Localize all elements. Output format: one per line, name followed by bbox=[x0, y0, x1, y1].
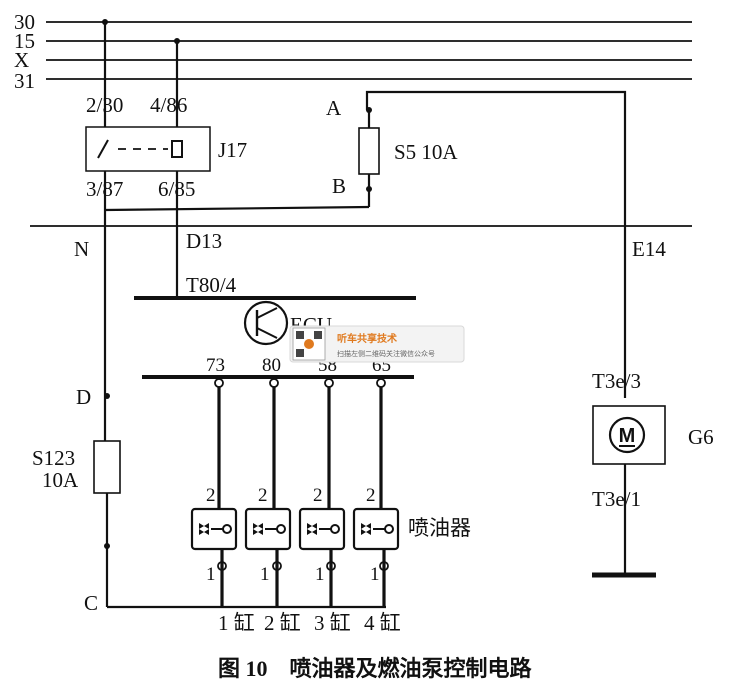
fuse-s123-label-2: 10A bbox=[42, 468, 79, 492]
power-bus: 30 15 X 31 bbox=[14, 10, 692, 93]
injector-valve-icon bbox=[253, 523, 263, 535]
injector-pin-top bbox=[376, 378, 386, 388]
injector-pin-top bbox=[324, 378, 334, 388]
fuse-s123: D S123 10A C bbox=[32, 214, 121, 615]
wire-label-n: N bbox=[74, 237, 89, 261]
qr-logo-icon bbox=[304, 339, 314, 349]
ecu-pin-73: 73 bbox=[206, 355, 225, 376]
ecu-transistor-collector bbox=[256, 307, 278, 319]
injector-pin-bottom bbox=[272, 561, 282, 571]
injector-coil-end bbox=[384, 524, 394, 534]
injector-pin-bottom bbox=[217, 561, 227, 571]
fuse-s5: A B S5 10A bbox=[104, 90, 627, 398]
injector-body bbox=[352, 507, 400, 551]
watermark-title: 听车共享技术 bbox=[337, 332, 397, 345]
injector-coil-end bbox=[222, 524, 232, 534]
cylinder-label-4: 4 缸 bbox=[364, 611, 401, 635]
wire-label-e14: E14 bbox=[632, 237, 666, 261]
injector-4: 2 1 bbox=[352, 378, 400, 607]
injector-3: 2 1 bbox=[298, 378, 346, 607]
injector-pin-2: 2 bbox=[258, 485, 268, 506]
cylinder-label-3: 3 缸 bbox=[314, 611, 351, 635]
injector-group: 2 1 2 1 2 bbox=[107, 378, 471, 635]
fuse-s123-body bbox=[93, 440, 121, 494]
injector-valve-icon bbox=[361, 523, 371, 535]
injector-pin-2: 2 bbox=[366, 485, 376, 506]
fuse-s5-pin-b: B bbox=[332, 174, 346, 198]
relay-name: J17 bbox=[218, 138, 247, 162]
qr-finder-icon bbox=[314, 331, 322, 339]
relay-pin-2-30: 2/30 bbox=[86, 93, 123, 117]
fuse-s123-pin-d-dot bbox=[104, 393, 110, 399]
figure-caption: 图 10 喷油器及燃油泵控制电路 bbox=[218, 656, 533, 681]
fuse-s123-pin-d: D bbox=[76, 385, 91, 409]
ecu-transistor-icon bbox=[243, 300, 289, 346]
qr-finder-icon bbox=[296, 349, 304, 357]
injector-pin-2: 2 bbox=[206, 485, 216, 506]
injector-body bbox=[190, 507, 238, 551]
injector-pin-top bbox=[214, 378, 224, 388]
injector-valve-icon bbox=[307, 523, 317, 535]
ecu-transistor-emitter bbox=[256, 327, 278, 339]
injector-1: 2 1 bbox=[190, 378, 238, 607]
injector-pin-1: 1 bbox=[315, 564, 325, 585]
wire-e14 bbox=[365, 90, 627, 398]
fuse-s5-body bbox=[358, 127, 380, 175]
injector-body bbox=[298, 507, 346, 551]
injector-pin-2: 2 bbox=[313, 485, 323, 506]
relay-pin-6-85: 6/85 bbox=[158, 177, 195, 201]
relay-coil-icon bbox=[171, 140, 183, 158]
fuse-s123-label-1: S123 bbox=[32, 446, 75, 470]
injector-label: 喷油器 bbox=[408, 516, 471, 540]
injector-body bbox=[244, 507, 292, 551]
fuse-s5-label: S5 10A bbox=[394, 140, 458, 164]
injector-pin-top bbox=[269, 378, 279, 388]
injector-pin-bottom bbox=[326, 561, 336, 571]
relay-box bbox=[85, 126, 211, 172]
pump-pin-bottom: T3e/1 bbox=[592, 487, 641, 511]
pump-name: G6 bbox=[688, 425, 714, 449]
injector-pin-1: 1 bbox=[206, 564, 216, 585]
relay-switch-contact bbox=[97, 139, 109, 159]
pump-box bbox=[592, 405, 666, 465]
pump-pin-top: T3e/3 bbox=[592, 369, 641, 393]
injector-pin-1: 1 bbox=[370, 564, 380, 585]
fuse-s5-pin-a: A bbox=[326, 96, 342, 120]
ecu-connector-label: T80/4 bbox=[186, 273, 237, 297]
fuse-s123-pin-c: C bbox=[84, 591, 98, 615]
injector-pin-1: 1 bbox=[260, 564, 270, 585]
fuel-pump-g6: T3e/3 M G6 T3e/1 bbox=[592, 369, 714, 578]
relay-j17: 2/30 4/86 J17 3/87 6/85 bbox=[85, 19, 247, 298]
bus-label-15: 15 bbox=[14, 29, 35, 53]
ecu-pin-80: 80 bbox=[262, 355, 281, 376]
injector-coil-end bbox=[330, 524, 340, 534]
fuse-s123-junction-dot bbox=[104, 543, 110, 549]
injector-pin-bottom bbox=[379, 561, 389, 571]
wire-label-d13: D13 bbox=[186, 229, 222, 253]
wire-s5-to-relay bbox=[104, 205, 370, 212]
pump-motor-symbol: M bbox=[619, 425, 636, 447]
fuse-s5-pin-b-dot bbox=[366, 186, 372, 192]
pump-motor-icon bbox=[608, 416, 646, 454]
bus-label-30: 30 bbox=[14, 10, 35, 34]
injector-coil-end bbox=[276, 524, 286, 534]
bus-label-31: 31 bbox=[14, 69, 35, 93]
watermark-box bbox=[289, 325, 465, 363]
cylinder-label-2: 2 缸 bbox=[264, 611, 301, 635]
relay-pin-4-86: 4/86 bbox=[150, 93, 187, 117]
injector-2: 2 1 bbox=[244, 378, 292, 607]
cylinder-label-1: 1 缸 bbox=[218, 611, 255, 635]
injector-valve-icon bbox=[199, 523, 209, 535]
watermark-subtitle: 扫描左侧二维码关注微信公众号 bbox=[337, 349, 435, 358]
qr-finder-icon bbox=[296, 331, 304, 339]
watermark: 听车共享技术 扫描左侧二维码关注微信公众号 bbox=[289, 325, 465, 363]
relay-pin-3-87: 3/87 bbox=[86, 177, 123, 201]
bus-label-x: X bbox=[14, 48, 29, 72]
